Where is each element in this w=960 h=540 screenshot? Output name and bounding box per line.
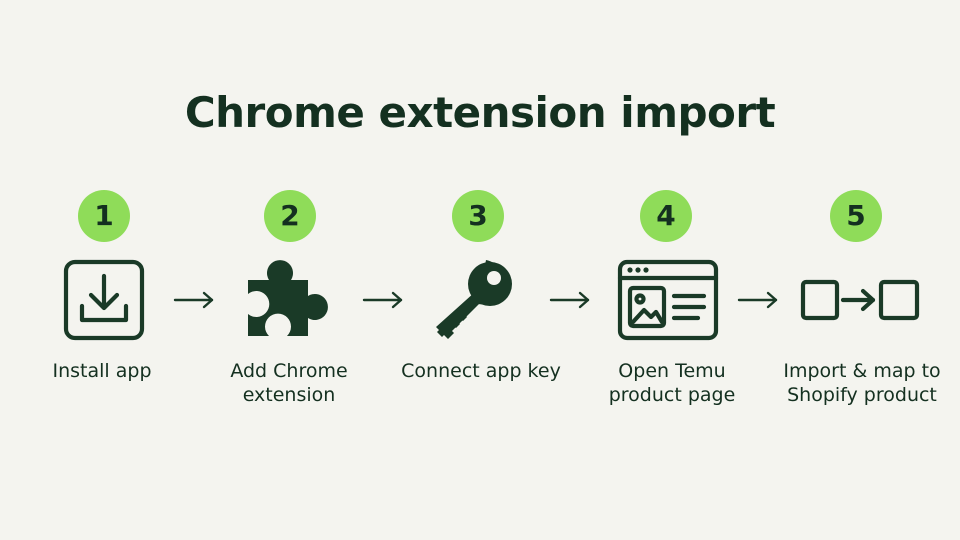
diagram-title: Chrome extension import [184,88,776,137]
square-arrow-square-icon [800,279,920,321]
key-icon [436,260,512,339]
step-4-label: Open Temu product page [608,360,736,406]
browser-product-page-icon [617,259,719,341]
step-2-label: Add Chrome extension [230,360,348,406]
step-2-number-badge: 2 [264,190,316,242]
download-tray-icon [63,259,145,341]
step-4-number-badge: 4 [640,190,692,242]
step-1-number-badge: 1 [78,190,130,242]
step-5-number-badge: 5 [830,190,882,242]
right-arrow-icon [737,291,778,309]
step-3-number-badge: 3 [452,190,504,242]
puzzle-piece-icon [248,260,328,336]
right-arrow-icon [173,291,214,309]
step-3-label: Connect app key [401,360,561,382]
right-arrow-icon [362,291,403,309]
step-5-label: Import & map to Shopify product [783,360,941,406]
step-1-label: Install app [52,360,152,382]
right-arrow-icon [549,291,590,309]
